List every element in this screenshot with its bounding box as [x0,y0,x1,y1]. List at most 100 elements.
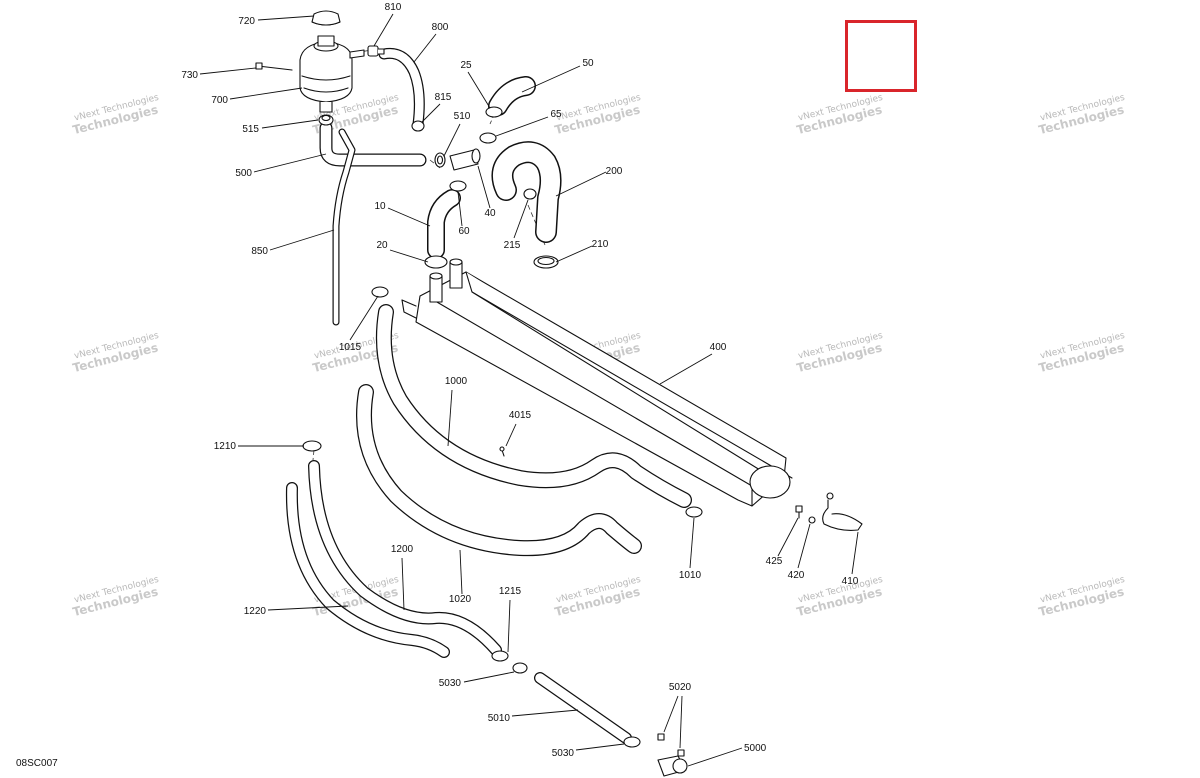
callout-4015[interactable]: 4015 [505,410,532,447]
callout-5020[interactable]: 5020 [663,682,692,749]
part-label-20[interactable]: 20 [376,240,388,251]
bracket-410 [822,492,863,531]
hose-200 [491,141,562,243]
cooler-400 [401,258,793,507]
callout-410[interactable]: 410 [842,531,859,587]
clamp-215 [523,188,537,200]
part-label-5030[interactable]: 5030 [439,678,462,689]
part-label-60[interactable]: 60 [458,226,470,237]
part-label-400[interactable]: 400 [710,342,727,353]
selection-highlight-box[interactable] [845,20,917,92]
clamp-1215 [491,650,509,662]
callout-810[interactable]: 810 [373,2,402,47]
part-label-1200[interactable]: 1200 [391,544,414,555]
callout-1210[interactable]: 1210 [214,441,304,452]
part-label-1020[interactable]: 1020 [449,594,472,605]
callout-20[interactable]: 20 [376,240,429,263]
part-label-810[interactable]: 810 [385,2,402,13]
callout-700[interactable]: 700 [211,87,303,106]
part-label-410[interactable]: 410 [842,576,859,587]
part-label-5020[interactable]: 5020 [669,682,692,693]
callout-420[interactable]: 420 [788,523,811,581]
callout-5010[interactable]: 5010 [488,709,579,724]
part-label-720[interactable]: 720 [238,16,255,27]
part-label-1010[interactable]: 1010 [679,570,702,581]
part-label-1220[interactable]: 1220 [244,606,267,617]
callout-815[interactable]: 815 [421,92,452,123]
part-label-800[interactable]: 800 [432,22,449,33]
reservoir-700 [299,35,365,113]
part-label-420[interactable]: 420 [788,570,805,581]
callout-50[interactable]: 50 [521,58,594,93]
callout-25[interactable]: 25 [460,60,491,109]
callout-800[interactable]: 800 [413,22,449,63]
callout-65[interactable]: 65 [495,109,562,137]
part-label-850[interactable]: 850 [251,246,268,257]
part-label-1210[interactable]: 1210 [214,441,237,452]
callout-850[interactable]: 850 [251,229,335,257]
callout-515[interactable]: 515 [242,119,319,135]
part-label-5000[interactable]: 5000 [744,743,767,754]
callout-40[interactable]: 40 [477,165,496,219]
callout-1015[interactable]: 1015 [339,295,379,353]
part-label-200[interactable]: 200 [606,166,623,177]
part-label-5010[interactable]: 5010 [488,713,511,724]
part-label-40[interactable]: 40 [484,208,496,219]
callout-730[interactable]: 730 [181,67,257,81]
callout-720[interactable]: 720 [238,15,315,27]
clamp-5030-top [512,662,528,674]
hoses [285,47,692,744]
callout-400[interactable]: 400 [659,342,727,385]
callout-200[interactable]: 200 [555,166,623,197]
callout-1200[interactable]: 1200 [391,544,414,611]
part-label-700[interactable]: 700 [211,95,228,106]
hose-50 [488,76,536,116]
callout-210[interactable]: 210 [555,239,609,263]
callout-1010[interactable]: 1010 [679,517,702,581]
part-label-510[interactable]: 510 [454,111,471,122]
part-label-425[interactable]: 425 [766,556,783,567]
clamp-1015 [371,286,389,298]
clamp-65 [479,132,497,144]
part-label-5030-b[interactable]: 5030 [552,748,575,759]
callout-60[interactable]: 60 [457,191,470,237]
callout-1220[interactable]: 1220 [244,605,349,617]
part-label-515[interactable]: 515 [242,124,259,135]
callout-5000[interactable]: 5000 [687,743,767,767]
part-label-10[interactable]: 10 [374,201,386,212]
hose-850 [332,128,356,326]
callout-1020[interactable]: 1020 [449,549,472,605]
callout-10[interactable]: 10 [374,201,431,227]
hose-1020 [356,384,642,557]
callout-215[interactable]: 215 [504,199,529,251]
callout-500[interactable]: 500 [235,153,327,179]
clamp-1210 [302,440,322,452]
part-label-50[interactable]: 50 [582,58,594,69]
part-label-65[interactable]: 65 [550,109,562,120]
clamp-210 [533,255,559,269]
callout-425[interactable]: 425 [766,517,799,567]
part-label-1000[interactable]: 1000 [445,376,468,387]
clamp-1010 [685,506,703,518]
callout-510[interactable]: 510 [443,111,471,157]
hose-10 [427,189,461,259]
callout-5030[interactable]: 5030 5030 [439,671,625,759]
part-label-1215[interactable]: 1215 [499,586,522,597]
part-label-815[interactable]: 815 [435,92,452,103]
part-label-4015[interactable]: 4015 [509,410,532,421]
callout-1000[interactable]: 1000 [445,376,468,447]
part-label-25[interactable]: 25 [460,60,472,71]
part-label-215[interactable]: 215 [504,240,521,251]
callout-1215[interactable]: 1215 [499,586,522,653]
part-label-730[interactable]: 730 [181,70,198,81]
part-label-500[interactable]: 500 [235,168,252,179]
part-label-210[interactable]: 210 [592,239,609,250]
clamp-510 [434,152,446,168]
part-label-1015[interactable]: 1015 [339,342,362,353]
